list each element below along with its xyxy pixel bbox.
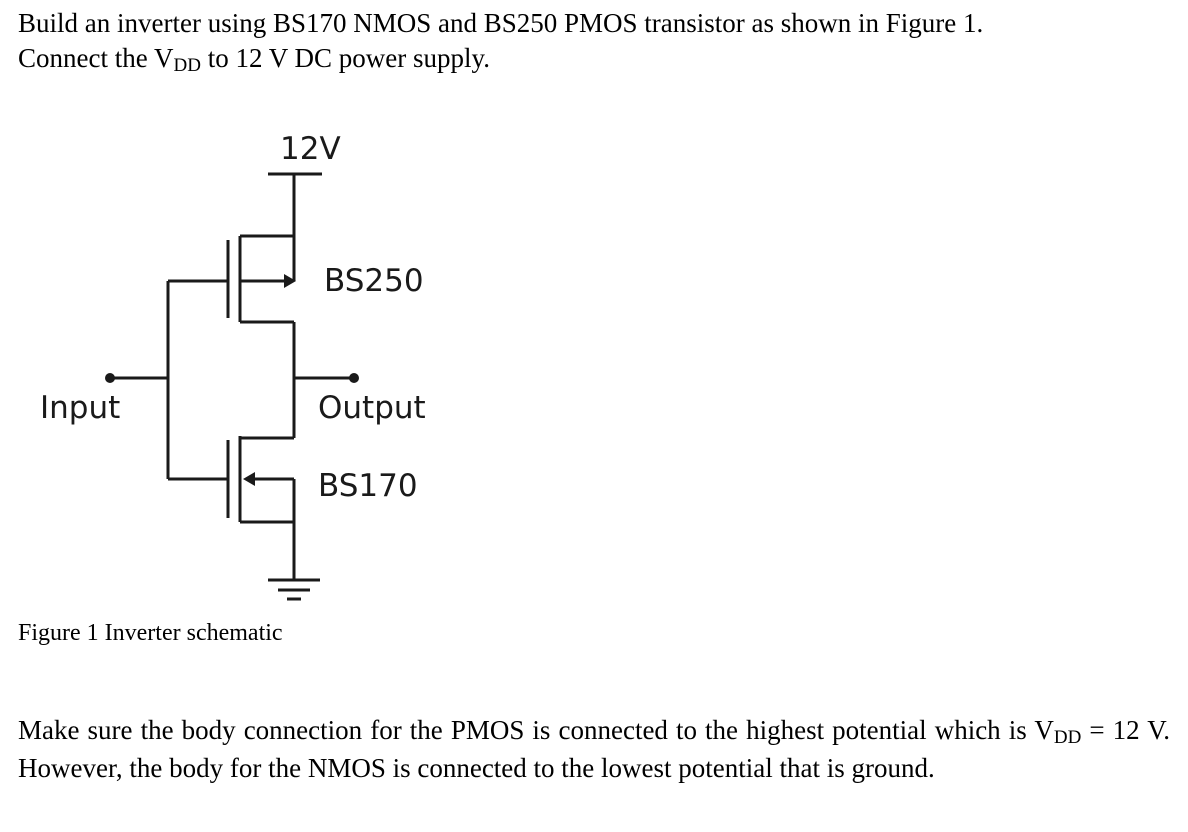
nmos-part-label: BS170: [318, 468, 418, 504]
pmos-part-label: BS250: [324, 263, 424, 299]
intro-paragraph: Build an inverter using BS170 NMOS and B…: [18, 6, 1170, 79]
note-paragraph: Make sure the body connection for the PM…: [18, 713, 1170, 786]
pmos-transistor: [168, 234, 296, 324]
intro-line-1: Build an inverter using BS170 NMOS and B…: [18, 8, 984, 38]
ground-icon: [268, 578, 320, 601]
input-label: Input: [40, 390, 120, 426]
pmos-body-arrow: [284, 274, 296, 288]
intro-line-2-suffix: to 12 V DC power supply.: [200, 43, 490, 73]
note-text-before: Make sure the body connection for the PM…: [18, 715, 1054, 745]
supply-voltage-label: 12V: [280, 131, 341, 167]
output-terminal: [349, 373, 359, 383]
input-terminal: [105, 373, 115, 383]
nmos-transistor: [168, 436, 296, 524]
note-text-after: = 12 V. However, the body for the NMOS i…: [18, 715, 1170, 783]
output-label: Output: [318, 390, 426, 426]
note-vdd-subscript: DD: [1053, 727, 1082, 748]
figure-caption: Figure 1 Inverter schematic: [18, 620, 283, 646]
vdd-subscript: DD: [173, 55, 201, 76]
nmos-body-arrow: [243, 472, 255, 486]
intro-line-2-prefix: Connect the V: [18, 43, 174, 73]
